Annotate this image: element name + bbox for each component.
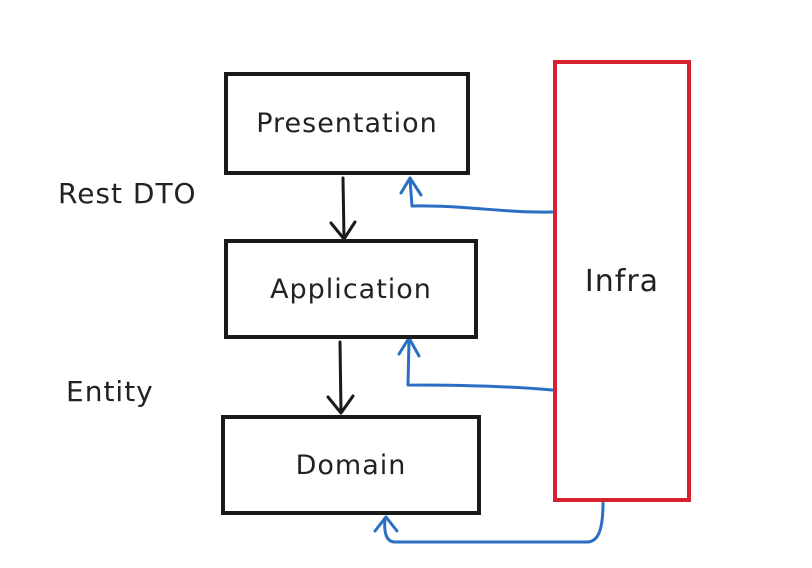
arrow-shaft bbox=[408, 178, 554, 214]
entity-label: Entity bbox=[66, 375, 154, 408]
arrow-infra-to-application bbox=[397, 336, 554, 392]
arrow-infra-to-presentation bbox=[399, 176, 554, 214]
arrow-presentation-to-application bbox=[329, 176, 357, 241]
arrow-head bbox=[326, 394, 355, 415]
infra-layer-box: Infra bbox=[553, 60, 691, 502]
arrow-head bbox=[399, 176, 423, 197]
arrow-shaft bbox=[406, 338, 554, 392]
arrow-shaft bbox=[338, 340, 343, 414]
application-layer-box: Application bbox=[224, 239, 478, 339]
arrow-shaft bbox=[341, 176, 346, 240]
application-layer-label: Application bbox=[270, 273, 432, 305]
arrow-application-to-domain bbox=[326, 340, 355, 415]
rest-dto-label: Rest DTO bbox=[58, 177, 197, 210]
infra-layer-label: Infra bbox=[584, 263, 660, 299]
domain-layer-box: Domain bbox=[221, 415, 481, 515]
arrow-infra-to-domain bbox=[373, 501, 605, 544]
arrow-shaft bbox=[383, 501, 605, 544]
presentation-layer-label: Presentation bbox=[256, 108, 438, 139]
arrow-head bbox=[373, 515, 399, 533]
presentation-layer-box: Presentation bbox=[224, 72, 470, 175]
domain-layer-label: Domain bbox=[295, 449, 407, 481]
